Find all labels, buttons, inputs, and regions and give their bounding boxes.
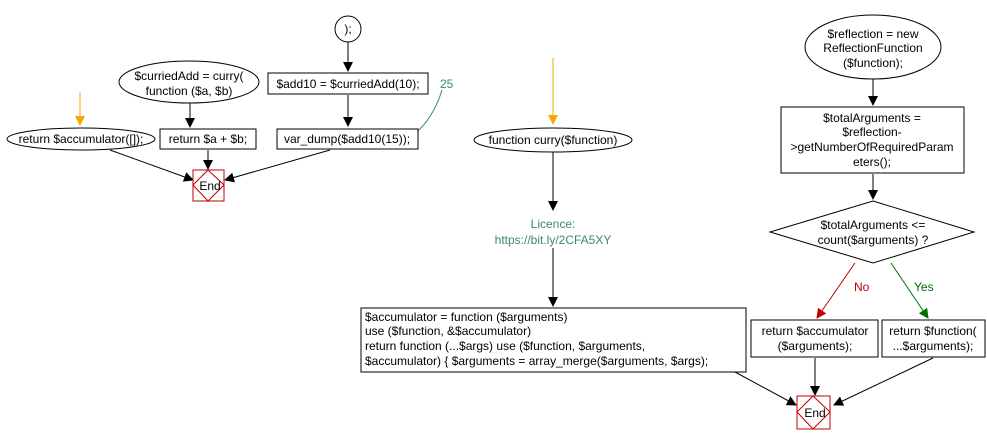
edge-label-no: No bbox=[854, 280, 870, 294]
node-label: End bbox=[199, 179, 220, 193]
return-sum-node: return $a + $b; bbox=[159, 128, 257, 150]
total-arguments-node: $totalArguments = $reflection- >getNumbe… bbox=[780, 106, 965, 174]
node-label: ($function); bbox=[843, 56, 903, 70]
node-label: eters(); bbox=[853, 155, 891, 169]
node-label: $curriedAdd = curry( bbox=[134, 69, 243, 83]
node-label: return function (...$args) use ($functio… bbox=[365, 339, 645, 353]
node-label: ...$arguments); bbox=[893, 339, 974, 353]
node-label: ($arguments); bbox=[778, 339, 853, 353]
start-return-accumulator-node: return $accumulator([]); bbox=[6, 127, 156, 151]
curry-function-node: function curry($function) bbox=[473, 127, 633, 153]
output-value: 25 bbox=[440, 77, 454, 91]
node-label: return $function( bbox=[889, 324, 976, 338]
node-label: var_dump($add10(15)); bbox=[284, 132, 410, 146]
edge-label-yes: Yes bbox=[914, 280, 934, 294]
node-label: $accumulator = function ($arguments) bbox=[365, 310, 567, 324]
licence-note: Licence: https://bit.ly/2CFA5XY bbox=[480, 212, 626, 248]
accumulator-node: $accumulator = function ($arguments) use… bbox=[360, 307, 747, 373]
node-label: $reflection- bbox=[842, 125, 901, 139]
node-label: $totalArguments <= bbox=[821, 218, 926, 232]
node-label: $accumulator) { $arguments = array_merge… bbox=[365, 354, 708, 368]
return-accumulator-node: return $accumulator ($arguments); bbox=[750, 319, 879, 358]
node-label: count($arguments) ? bbox=[818, 233, 929, 247]
end-node-right: End bbox=[796, 395, 831, 430]
reflection-node: $reflection = new ReflectionFunction ($f… bbox=[804, 14, 942, 80]
edge-accumulator-to-end bbox=[734, 371, 797, 406]
return-function-node: return $function( ...$arguments); bbox=[881, 319, 986, 358]
curried-add-node: $curriedAdd = curry( function ($a, $b) bbox=[118, 60, 260, 104]
node-label: End bbox=[804, 406, 825, 420]
node-label: return $a + $b; bbox=[169, 132, 247, 146]
node-label: ); bbox=[344, 22, 351, 36]
node-label: return $accumulator([]); bbox=[19, 132, 144, 146]
node-label: use ($function, &$accumulator) bbox=[365, 324, 531, 338]
edge-vardump-to-end bbox=[224, 149, 331, 183]
node-label: function curry($function) bbox=[489, 133, 618, 147]
edge-decision-no bbox=[816, 262, 856, 319]
node-label: ReflectionFunction bbox=[823, 41, 922, 55]
node-label: $reflection = new bbox=[827, 27, 918, 41]
edge-decision-yes bbox=[890, 262, 929, 319]
node-label: $totalArguments = bbox=[823, 111, 921, 125]
node-label: return $accumulator bbox=[762, 324, 869, 338]
decision-node: $totalArguments <= count($arguments) ? bbox=[768, 200, 976, 264]
end-node-left: End bbox=[192, 169, 225, 202]
node-label: $add10 = $curriedAdd(10); bbox=[276, 77, 419, 91]
licence-label: Licence: bbox=[531, 217, 576, 231]
add10-node: $add10 = $curriedAdd(10); bbox=[267, 72, 429, 95]
node-label: >getNumberOfRequiredParam bbox=[790, 140, 953, 154]
edge-returnfn-to-end bbox=[833, 357, 934, 406]
edge-start-to-end bbox=[109, 149, 194, 182]
node-label: function ($a, $b) bbox=[146, 84, 233, 98]
licence-url[interactable]: https://bit.ly/2CFA5XY bbox=[495, 233, 612, 247]
var-dump-node: var_dump($add10(15)); bbox=[276, 128, 419, 150]
call-paren-node: ); bbox=[334, 15, 362, 43]
